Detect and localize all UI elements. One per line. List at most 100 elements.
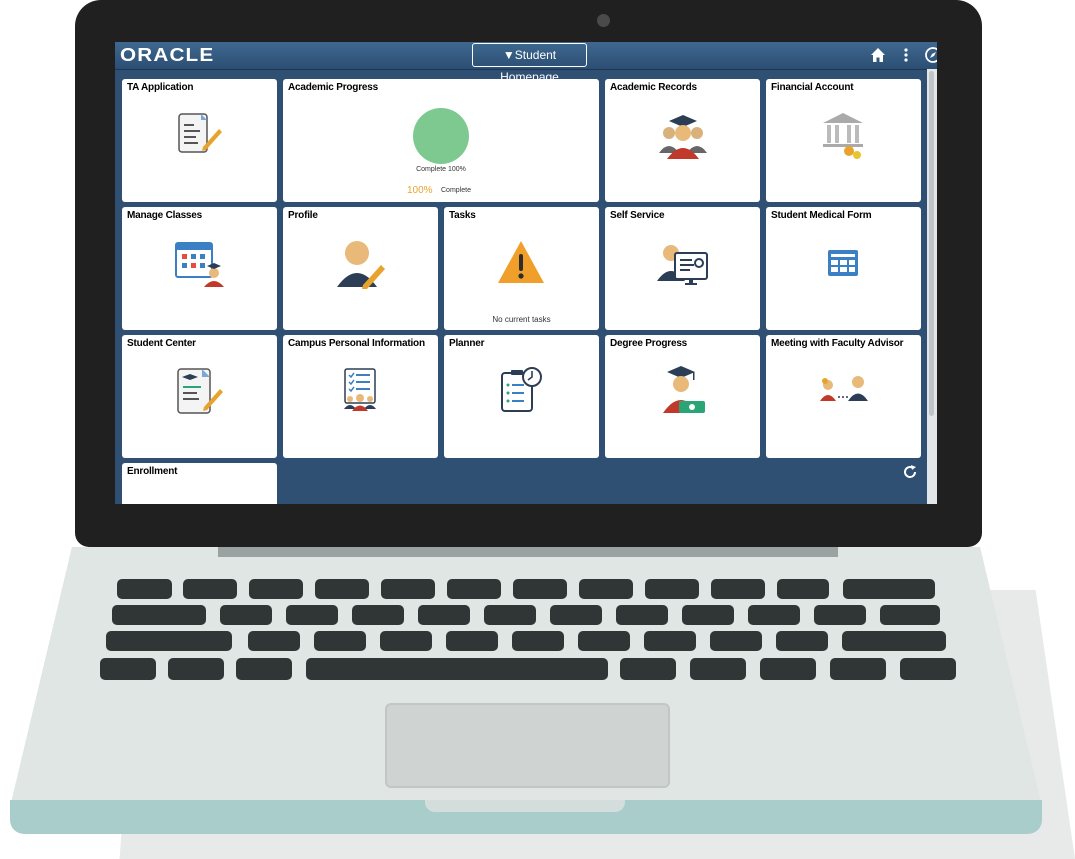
keyboard-key (682, 605, 734, 625)
document-edit-icon (178, 113, 222, 153)
keyboard-key (830, 658, 886, 680)
tile-title: Campus Personal Information (288, 338, 425, 349)
keyboard-key (579, 579, 633, 599)
progress-pie-chart (413, 108, 469, 164)
student-document-icon (177, 368, 223, 414)
progress-percent: 100% (407, 185, 433, 196)
keyboard-key (843, 579, 935, 599)
keyboard-key (645, 579, 699, 599)
tile-meeting-with-faculty-advisor[interactable]: Meeting with Faculty Advisor (766, 335, 921, 458)
oracle-logo: ORACLE (120, 45, 215, 65)
keyboard-key (616, 605, 668, 625)
tile-planner[interactable]: Planner (444, 335, 599, 458)
keyboard-key (306, 658, 608, 680)
tile-academic-progress[interactable]: Academic Progress Complete 100% 100% Com… (283, 79, 599, 202)
laptop-hinge (218, 545, 838, 557)
keyboard-key (814, 605, 866, 625)
progress-status: Complete (441, 187, 471, 194)
tile-title: Tasks (449, 210, 476, 221)
keyboard-key (550, 605, 602, 625)
tile-degree-progress[interactable]: Degree Progress (605, 335, 760, 458)
tile-student-medical-form[interactable]: Student Medical Form (766, 207, 921, 330)
tile-ta-application[interactable]: TA Application (122, 79, 277, 202)
tile-title: Degree Progress (610, 338, 688, 349)
keyboard-key (776, 631, 828, 651)
tile-title: Meeting with Faculty Advisor (771, 338, 904, 349)
tile-campus-personal-information[interactable]: Campus Personal Information (283, 335, 438, 458)
tile-tasks[interactable]: Tasks No current tasks (444, 207, 599, 330)
keyboard-key (711, 579, 765, 599)
keyboard-key (842, 631, 946, 651)
keyboard-key (286, 605, 338, 625)
tile-title: Financial Account (771, 82, 854, 93)
keyboard-key (249, 579, 303, 599)
tile-title: Academic Records (610, 82, 697, 93)
planner-icon (501, 367, 542, 412)
keyboard-key (418, 605, 470, 625)
pie-label: Complete 100% (416, 166, 466, 173)
keyboard-key (578, 631, 630, 651)
keyboard-key (183, 579, 237, 599)
tile-academic-records[interactable]: Academic Records (605, 79, 760, 202)
tile-title: Student Medical Form (771, 210, 872, 221)
graduates-icon (659, 115, 707, 159)
tile-student-center[interactable]: Student Center (122, 335, 277, 458)
tile-title: Enrollment (127, 466, 178, 477)
keyboard-key (314, 631, 366, 651)
keyboard-key (381, 579, 435, 599)
oracle-header-bar: ORACLE ▼Student Homepage (115, 42, 937, 84)
tile-profile[interactable]: Profile (283, 207, 438, 330)
tasks-message: No current tasks (492, 315, 551, 324)
progress-pie-slice (413, 108, 469, 164)
keyboard-key (352, 605, 404, 625)
keyboard-key (106, 631, 232, 651)
actions-menu-icon[interactable] (897, 46, 915, 64)
keyboard-key (644, 631, 696, 651)
keyboard-key (117, 579, 172, 599)
homepage-selector[interactable]: ▼Student Homepage (472, 43, 587, 84)
meeting-icon (820, 376, 868, 401)
personal-info-icon (344, 368, 376, 411)
keyboard-key (168, 658, 224, 680)
form-icon (828, 250, 858, 276)
tile-title: Self Service (610, 210, 665, 221)
tile-financial-account[interactable]: Financial Account (766, 79, 921, 202)
bank-icon (823, 113, 863, 159)
keyboard-key (512, 631, 564, 651)
laptop-opening-notch (425, 800, 625, 812)
keyboard-key (446, 631, 498, 651)
keyboard-key (112, 605, 206, 625)
warning-icon (498, 241, 544, 283)
self-service-icon (657, 245, 708, 285)
tile-title: TA Application (127, 82, 194, 93)
webcam (597, 14, 610, 27)
keyboard-key (880, 605, 940, 625)
keyboard-key (100, 658, 156, 680)
navbar-compass-icon[interactable] (924, 46, 937, 64)
scrollbar-thumb[interactable] (929, 71, 934, 416)
tile-title: Academic Progress (288, 82, 378, 93)
degree-icon (663, 366, 705, 413)
keyboard-key (380, 631, 432, 651)
tile-enrollment[interactable]: Enrollment (122, 463, 277, 504)
keyboard-key (777, 579, 829, 599)
keyboard-key (236, 658, 292, 680)
keyboard-key (315, 579, 369, 599)
keyboard-key (620, 658, 676, 680)
profile-edit-icon (337, 241, 385, 289)
home-icon[interactable] (869, 46, 887, 64)
keyboard-key (513, 579, 567, 599)
keyboard-key (690, 658, 746, 680)
keyboard-key (900, 658, 956, 680)
keyboard-key (220, 605, 272, 625)
tile-manage-classes[interactable]: Manage Classes (122, 207, 277, 330)
keyboard-key (447, 579, 501, 599)
keyboard-key (248, 631, 300, 651)
keyboard-key (710, 631, 762, 651)
tile-title: Student Center (127, 338, 196, 349)
vertical-scrollbar[interactable] (927, 69, 937, 504)
tile-self-service[interactable]: Self Service (605, 207, 760, 330)
touchpad (385, 703, 670, 788)
refresh-icon[interactable] (902, 464, 918, 480)
keyboard-key (484, 605, 536, 625)
